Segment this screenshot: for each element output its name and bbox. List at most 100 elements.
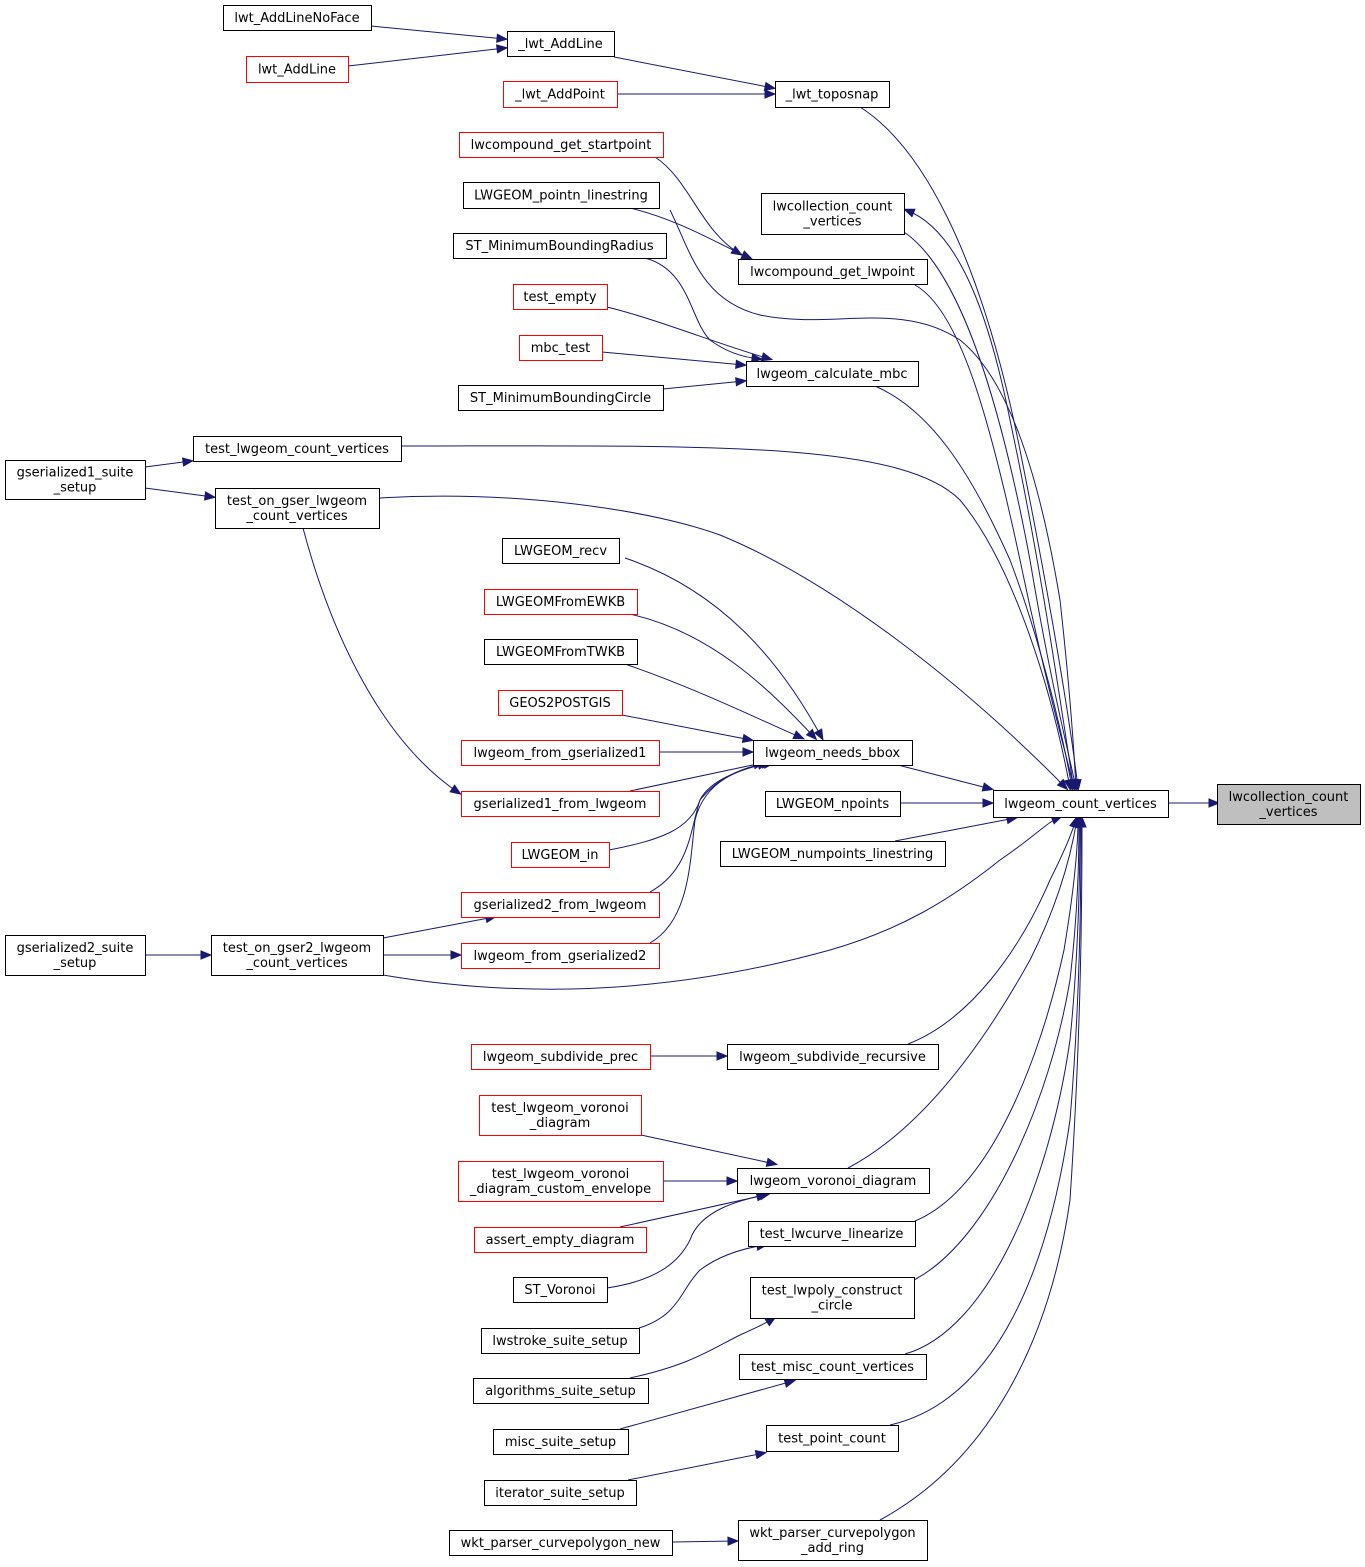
arrowhead-icon	[754, 1450, 768, 1460]
function-node-n10[interactable]: LWGEOM_pointn_linestring	[463, 182, 660, 209]
function-node-n36[interactable]: test_lwgeom_voronoi_diagram	[479, 1095, 642, 1136]
function-node-n47[interactable]: iterator_suite_setup	[484, 1480, 637, 1506]
function-node-n19[interactable]: lwgeom_needs_bbox	[753, 740, 913, 766]
call-edge-n23-n19	[621, 714, 755, 744]
function-node-n48[interactable]: wkt_parser_curvepolygon_add_ring	[738, 1520, 928, 1561]
node-box	[449, 1530, 673, 1556]
node-label: lwt_AddLine	[258, 63, 336, 78]
node-box	[738, 259, 928, 285]
node-box	[459, 132, 664, 158]
node-label: test_lwgeom_count_vertices	[205, 442, 389, 457]
arrowhead-icon	[981, 782, 995, 792]
function-node-n13[interactable]: test_empty	[513, 284, 608, 310]
node-label: lwstroke_suite_setup	[492, 1334, 627, 1349]
function-node-n40[interactable]: test_lwcurve_linearize	[748, 1221, 916, 1247]
function-node-n27[interactable]: gserialized2_from_lwgeom	[461, 892, 660, 918]
function-node-n23[interactable]: GEOS2POSTGIS	[498, 690, 623, 716]
node-label: test_lwgeom_voronoi	[491, 1101, 629, 1116]
node-box	[461, 740, 660, 766]
function-node-n24[interactable]: lwgeom_from_gserialized1	[461, 740, 660, 766]
arrowhead-icon	[902, 208, 916, 218]
call-edge-n32-n1	[894, 814, 1019, 842]
function-node-n29[interactable]: gserialized2_suite_setup	[5, 935, 146, 976]
node-label: LWGEOM_recv	[514, 544, 607, 559]
call-edge-n17-n16	[144, 457, 195, 468]
call-edge-n46-n1	[889, 815, 1086, 1426]
function-node-n45[interactable]: misc_suite_setup	[493, 1429, 629, 1455]
call-edge-n31-n1	[900, 798, 995, 808]
node-box	[727, 1044, 939, 1070]
function-node-n26[interactable]: LWGEOM_in	[511, 842, 610, 868]
node-label: _count_vertices	[245, 956, 348, 971]
call-edge-n15-n11	[662, 377, 748, 390]
function-node-n42[interactable]: test_lwpoly_construct_circle	[750, 1277, 915, 1319]
node-box	[5, 935, 146, 976]
node-label: lwgeom_subdivide_prec	[483, 1050, 638, 1065]
node-box	[750, 1277, 915, 1319]
function-node-n11[interactable]: lwgeom_calculate_mbc	[746, 361, 919, 387]
function-node-n46[interactable]: test_point_count	[766, 1425, 899, 1452]
function-node-n20[interactable]: LWGEOM_recv	[502, 538, 620, 564]
call-edge-n45-n44	[619, 1378, 797, 1430]
function-node-n38[interactable]: assert_empty_diagram	[474, 1227, 647, 1253]
call-edge-n28-n30	[383, 950, 463, 960]
function-node-n0[interactable]: lwcollection_count_vertices	[1217, 784, 1361, 825]
arrowhead-icon	[751, 353, 764, 363]
function-node-n4[interactable]: lwt_AddLineNoFace	[223, 5, 372, 31]
call-edge-n21-n19	[624, 612, 818, 741]
function-node-n49[interactable]: wkt_parser_curvepolygon_new	[449, 1530, 673, 1556]
arrowhead-icon	[982, 798, 995, 808]
node-label: lwgeom_voronoi_diagram	[750, 1174, 917, 1189]
function-node-n12[interactable]: ST_MinimumBoundingRadius	[453, 233, 667, 259]
arrowhead-icon	[764, 89, 777, 99]
function-node-n34[interactable]: lwgeom_subdivide_prec	[471, 1044, 651, 1070]
node-box	[748, 1221, 916, 1247]
function-node-n39[interactable]: ST_Voronoi	[513, 1277, 608, 1303]
function-node-n44[interactable]: test_misc_count_vertices	[739, 1354, 927, 1380]
node-box	[513, 284, 608, 310]
function-node-n28[interactable]: test_on_gser2_lwgeom_count_vertices	[211, 935, 384, 976]
function-node-n1[interactable]: lwgeom_count_vertices	[993, 790, 1169, 818]
function-node-n15[interactable]: ST_MinimumBoundingCircle	[458, 385, 664, 411]
function-node-n32[interactable]: LWGEOM_numpoints_linestring	[720, 841, 946, 867]
function-node-n37[interactable]: test_lwgeom_voronoi_diagram_custom_envel…	[458, 1161, 664, 1202]
function-node-n18[interactable]: test_on_gser_lwgeom_count_vertices	[215, 488, 380, 529]
node-label: gserialized1_suite	[17, 466, 134, 481]
arrowhead-icon	[742, 747, 755, 757]
function-node-n30[interactable]: lwgeom_from_gserialized2	[461, 943, 660, 969]
function-node-n3[interactable]: _lwt_AddLine	[507, 31, 615, 57]
node-label: _lwt_toposnap	[785, 88, 879, 103]
function-node-n17[interactable]: gserialized1_suite_setup	[5, 460, 146, 500]
function-node-n31[interactable]: LWGEOM_npoints	[765, 791, 901, 817]
call-edge-n10-n8	[629, 207, 754, 260]
function-node-n35[interactable]: lwgeom_voronoi_diagram	[737, 1168, 930, 1194]
function-node-n21[interactable]: LWGEOMFromEWKB	[484, 589, 638, 615]
call-edge-n22-n19	[624, 663, 806, 740]
arrowhead-icon	[726, 1176, 739, 1186]
node-box	[5, 460, 146, 500]
arrowhead-icon	[450, 950, 463, 960]
node-label: lwt_AddLineNoFace	[234, 11, 359, 26]
function-node-n9[interactable]: lwcompound_get_startpoint	[459, 132, 664, 158]
function-node-n5[interactable]: lwt_AddLine	[246, 56, 349, 83]
function-node-n7[interactable]: lwcollection_count_vertices	[761, 193, 905, 235]
function-node-n2[interactable]: _lwt_toposnap	[775, 81, 890, 108]
node-box	[720, 841, 946, 867]
node-label: gserialized2_from_lwgeom	[474, 898, 647, 913]
function-node-n22[interactable]: LWGEOMFromTWKB	[484, 639, 638, 665]
node-label: GEOS2POSTGIS	[509, 696, 610, 711]
function-node-n33[interactable]: lwgeom_subdivide_recursive	[727, 1044, 939, 1070]
function-node-n25[interactable]: gserialized1_from_lwgeom	[461, 791, 660, 817]
function-node-n16[interactable]: test_lwgeom_count_vertices	[193, 436, 402, 462]
function-node-n6[interactable]: _lwt_AddPoint	[503, 81, 618, 108]
call-edge-n12-n11	[644, 257, 764, 363]
function-node-n43[interactable]: algorithms_suite_setup	[473, 1378, 649, 1404]
function-node-n41[interactable]: lwstroke_suite_setup	[481, 1328, 640, 1354]
function-node-n8[interactable]: lwcompound_get_lwpoint	[738, 259, 928, 285]
arrowhead-icon	[449, 784, 462, 795]
node-label: _lwt_AddPoint	[514, 88, 605, 103]
node-label: test_on_gser_lwgeom	[227, 494, 367, 509]
function-node-n14[interactable]: mbc_test	[519, 335, 603, 361]
node-box	[511, 842, 610, 868]
